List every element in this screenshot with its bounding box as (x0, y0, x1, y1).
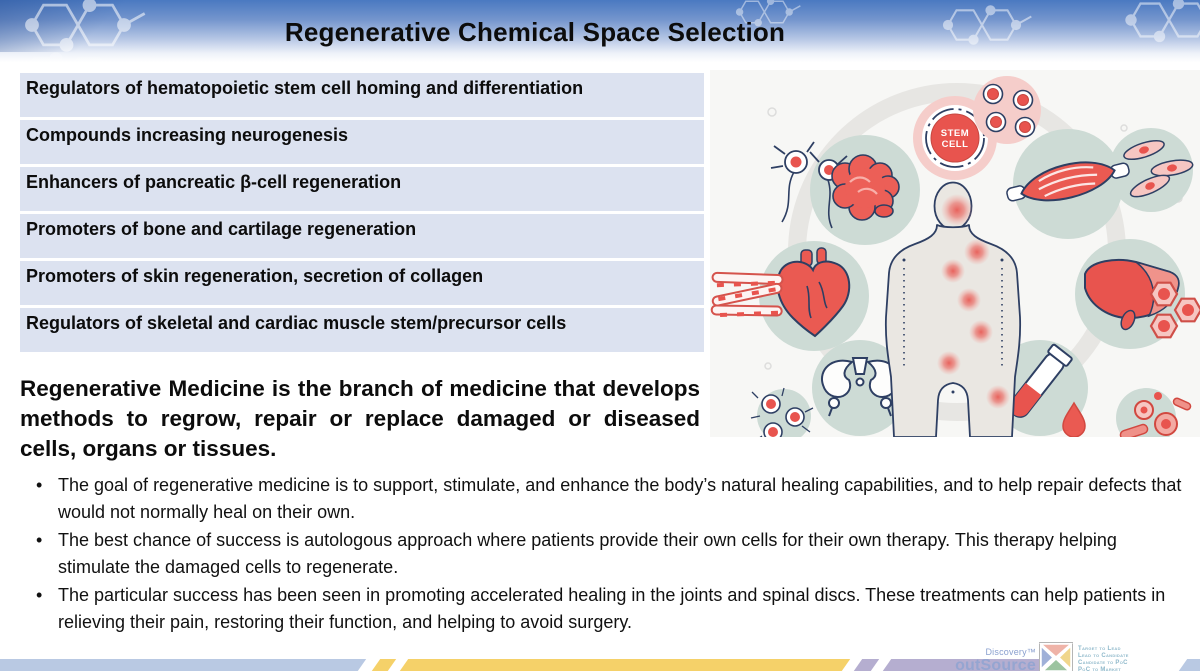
tagline-line: Lead to Candidate (1078, 653, 1129, 659)
pipeline-logo-icon (1039, 642, 1073, 671)
heart-icon (776, 247, 851, 338)
target-list-item: Regulators of hematopoietic stem cell ho… (20, 73, 704, 117)
footer-bar-segment (853, 659, 880, 671)
regenerative-medicine-illustration: STEM CELL (710, 70, 1200, 449)
discovery-brand-text: Discovery™ (985, 647, 1036, 657)
svg-text:STEM: STEM (941, 128, 969, 139)
brand-text: Discovery™ outSource (938, 648, 1036, 671)
definition-paragraph: Regenerative Medicine is the branch of m… (20, 376, 700, 461)
header-banner: Regenerative Chemical Space Selection (0, 0, 1200, 65)
pelvis-bone-icon (820, 357, 900, 417)
footer-bar-segment (1178, 659, 1200, 671)
bullet-item: The particular success has been seen in … (28, 582, 1193, 636)
tagline-line: Candidate to PoC (1078, 660, 1128, 666)
muscle-icon (1006, 161, 1130, 202)
human-body-figure (884, 181, 1022, 438)
target-list-item: Promoters of bone and cartilage regenera… (20, 214, 704, 258)
target-list: Regulators of hematopoietic stem cell ho… (20, 73, 704, 355)
svg-text:CELL: CELL (942, 139, 969, 150)
target-list-item: Regulators of skeletal and cardiac muscl… (20, 308, 704, 352)
target-list-item: Enhancers of pancreatic β-cell regenerat… (20, 167, 704, 211)
bullet-item: The best chance of success is autologous… (28, 527, 1193, 581)
bullet-item: The goal of regenerative medicine is to … (28, 472, 1193, 526)
outsource-brand-text: outSource (955, 657, 1036, 671)
page-title: Regenerative Chemical Space Selection (284, 17, 786, 47)
brain-icon (831, 154, 900, 221)
tagline-line: PoC to Market (1078, 667, 1121, 671)
target-list-item: Compounds increasing neurogenesis (20, 120, 704, 164)
blood-drop-icon (1062, 401, 1086, 438)
regeneration-spots (937, 194, 1010, 409)
cell-cluster-icon (973, 76, 1041, 144)
footer-bar-segment (399, 659, 851, 671)
footer-bar-segment (371, 659, 397, 671)
neuron-icon (770, 141, 851, 229)
muscle-cells-icon (1123, 139, 1194, 198)
target-list-item: Promoters of skin regeneration, secretio… (20, 261, 704, 305)
tagline-line: Target to Lead (1078, 646, 1121, 652)
hex-cells-icon (1149, 281, 1200, 339)
blood-cells-icon (1119, 392, 1192, 441)
footer-bar-segment (0, 659, 367, 671)
bullet-list: The goal of regenerative medicine is to … (28, 472, 1193, 637)
muscle-fiber-icon (710, 271, 784, 318)
bone-cells-icon (750, 387, 814, 449)
pipeline-tagline: Target to Lead Lead to Candidate Candida… (1078, 646, 1129, 671)
